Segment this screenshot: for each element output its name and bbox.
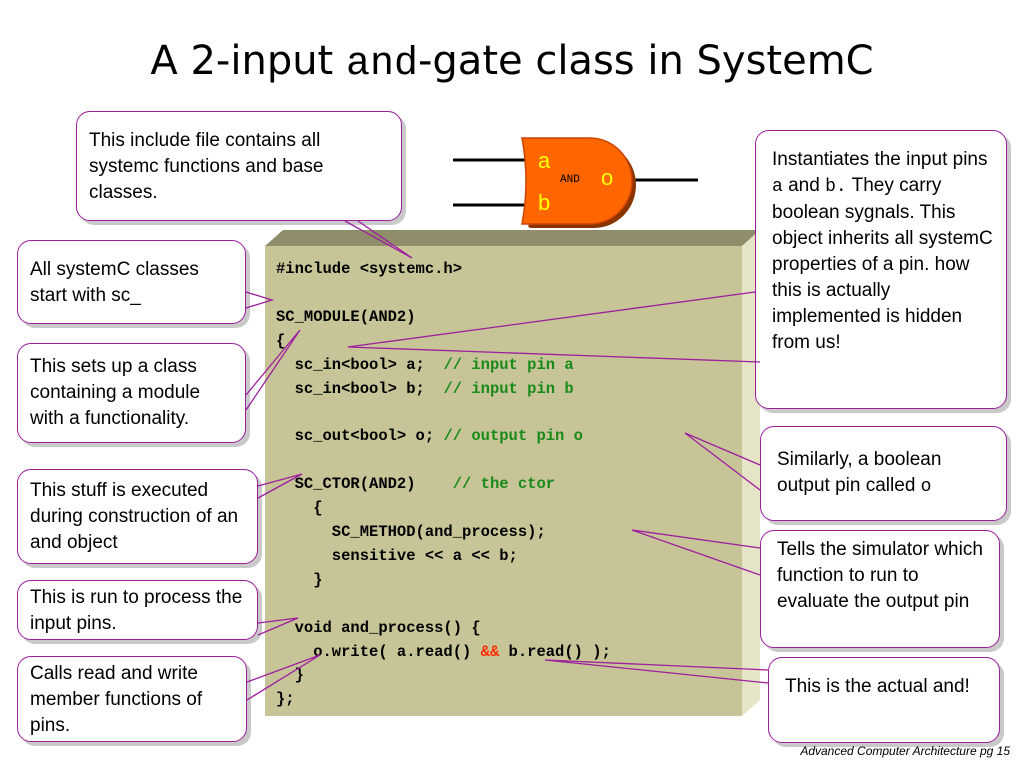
gate-input-b-label: b xyxy=(538,190,551,215)
callout-inputs: Instantiates the input pins a and b. The… xyxy=(755,130,1007,409)
code-line: #include <systemc.h> xyxy=(276,260,463,278)
code-line: sc_in<bool> b; xyxy=(276,379,444,398)
callout-actual-and: This is the actual and! xyxy=(768,657,1000,743)
code-line: sc_out<bool> o; xyxy=(276,427,444,446)
title-and-keyword: and xyxy=(345,42,418,87)
callout-actual-and-text: This is the actual and! xyxy=(785,676,970,697)
callout-inputs-text: and xyxy=(782,175,826,196)
callout-read-write: Calls read and write member functions of… xyxy=(17,656,247,742)
code-line: void and_process() { xyxy=(276,618,481,637)
callout-inputs-text: Instantiates the input pins xyxy=(772,149,988,170)
code-listing: #include <systemc.h> SC_MODULE(AND2) { s… xyxy=(276,258,611,712)
callout-inputs-pin-a: a xyxy=(772,177,783,197)
callout-process: This is run to process the input pins. xyxy=(17,580,258,640)
code-line: SC_MODULE(AND2) xyxy=(276,307,416,326)
callout-sc-prefix: All systemC classes start with sc_ xyxy=(17,240,246,324)
callout-include: This include file contains all systemc f… xyxy=(76,111,402,221)
gate-type-label: AND xyxy=(560,174,580,186)
callout-inputs-text: They carry boolean sygnals. This object … xyxy=(772,175,993,353)
callout-process-text: This is run to process the input pins. xyxy=(30,587,243,634)
code-line: }; xyxy=(276,690,295,709)
code-comment: // input pin b xyxy=(443,379,574,398)
code-line: } xyxy=(276,666,304,685)
callout-class-setup: This sets up a class containing a module… xyxy=(17,343,246,443)
gate-input-a-label: a xyxy=(538,148,551,173)
code-line: sc_in<bool> a; xyxy=(276,355,444,374)
callout-simulator-text: Tells the simulator which function to ru… xyxy=(777,539,983,612)
callout-simulator: Tells the simulator which function to ru… xyxy=(760,530,1000,648)
code-comment: // the ctor xyxy=(452,475,556,494)
callout-include-text: This include file contains all systemc f… xyxy=(89,130,324,203)
gate-output-label: o xyxy=(601,165,614,190)
code-line: o.write( a.read() xyxy=(276,642,481,661)
callout-output-pin-o: o xyxy=(920,477,932,497)
callout-sc-prefix-text: All systemC classes start with sc_ xyxy=(30,259,199,306)
title-prefix: A 2-input xyxy=(150,38,346,84)
slide-footer: Advanced Computer Architecture pg 15 xyxy=(800,744,1010,758)
code-line: b.read() ); xyxy=(499,642,611,661)
callout-inputs-pin-b: b. xyxy=(825,177,847,197)
title-suffix: -gate class in SystemC xyxy=(417,38,874,84)
code-line: SC_CTOR(AND2) xyxy=(276,475,453,494)
code-panel xyxy=(265,246,742,716)
code-line: } xyxy=(276,570,323,589)
code-line: { xyxy=(276,499,323,518)
callout-class-setup-text: This sets up a class containing a module… xyxy=(30,356,201,429)
code-comment: // output pin o xyxy=(443,427,583,446)
code-comment: // input pin a xyxy=(443,355,574,374)
callout-output-text: Similarly, a boolean output pin called xyxy=(777,449,942,496)
code-line: SC_METHOD(and_process); xyxy=(276,522,546,541)
code-line: { xyxy=(276,331,286,350)
callout-construction-text: This stuff is executed during constructi… xyxy=(30,480,239,553)
callout-output: Similarly, a boolean output pin called o xyxy=(760,426,1007,521)
and-operator: && xyxy=(480,642,500,661)
callout-construction: This stuff is executed during constructi… xyxy=(17,469,258,564)
code-line: sensitive << a << b; xyxy=(276,546,518,565)
slide-title: A 2-input and-gate class in SystemC xyxy=(0,38,1024,87)
callout-read-write-text: Calls read and write member functions of… xyxy=(30,663,203,736)
